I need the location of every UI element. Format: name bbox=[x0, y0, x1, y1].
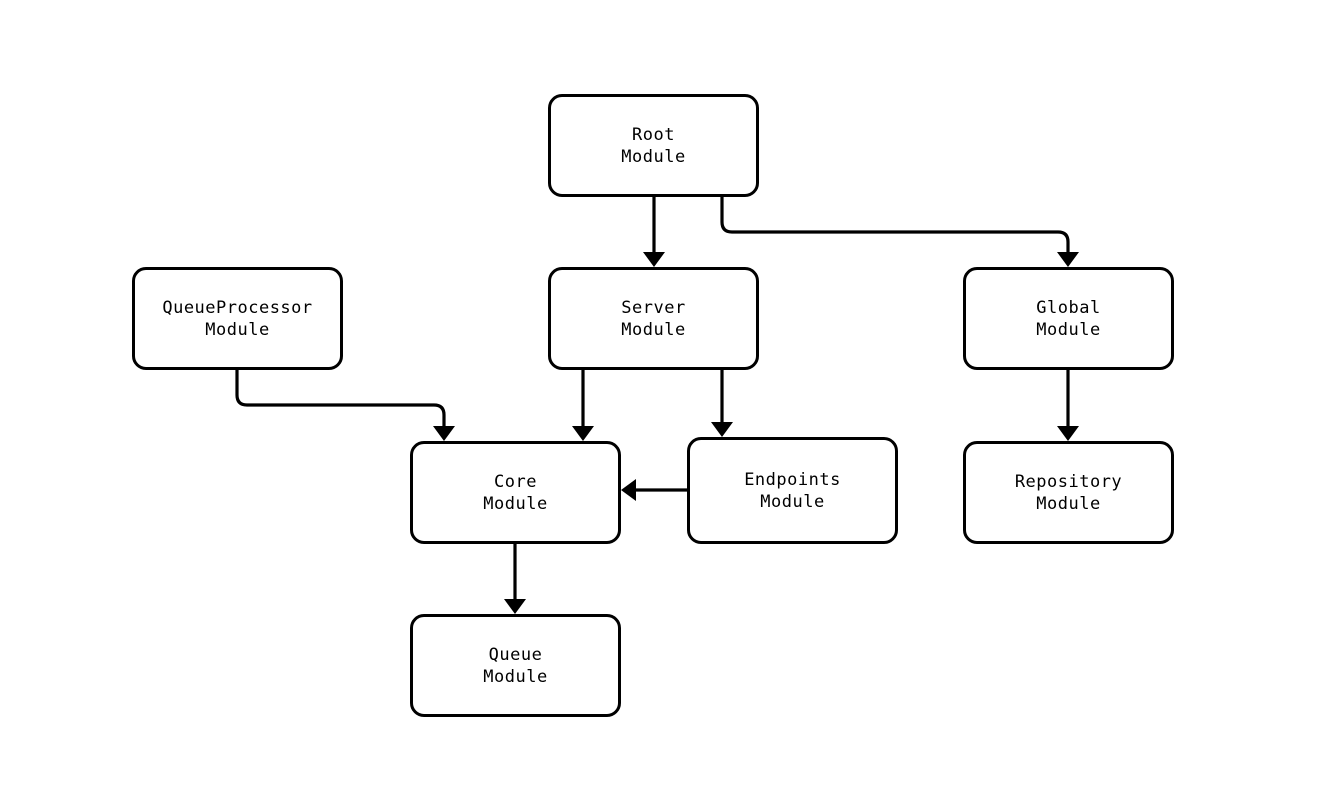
arrowhead-queueprocessor-to-core bbox=[433, 426, 455, 441]
node-label-primary: Endpoints bbox=[744, 469, 841, 490]
node-label-primary: Core bbox=[494, 471, 537, 492]
arrowhead-root-to-global bbox=[1057, 252, 1079, 267]
node-label-secondary: Module bbox=[205, 319, 270, 340]
edge-root-to-global bbox=[720, 197, 1070, 256]
edge-queueprocessor-to-core bbox=[235, 370, 446, 430]
node-label-secondary: Module bbox=[621, 319, 686, 340]
node-label-secondary: Module bbox=[621, 146, 686, 167]
arrowhead-server-to-endpoints bbox=[711, 422, 733, 437]
node-label-secondary: Module bbox=[760, 491, 825, 512]
node-label-primary: QueueProcessor bbox=[162, 297, 313, 318]
node-label-primary: Queue bbox=[488, 644, 543, 665]
arrowhead-core-to-queue bbox=[504, 599, 526, 614]
arrowheads-group bbox=[433, 252, 1079, 614]
node-label-secondary: Module bbox=[483, 493, 548, 514]
node-label-primary: Global bbox=[1036, 297, 1101, 318]
node-label-secondary: Module bbox=[483, 666, 548, 687]
arrowhead-root-to-server bbox=[643, 252, 665, 267]
node-label-primary: Repository bbox=[1014, 471, 1123, 492]
arrowhead-endpoints-to-core bbox=[621, 479, 636, 501]
node-label-secondary: Module bbox=[1036, 493, 1101, 514]
node-label-primary: Root bbox=[632, 124, 675, 145]
arrowhead-server-to-core bbox=[572, 426, 594, 441]
node-label-primary: Server bbox=[621, 297, 686, 318]
arrowhead-global-to-repository bbox=[1057, 426, 1079, 441]
edges-group bbox=[235, 197, 1070, 603]
node-label-secondary: Module bbox=[1036, 319, 1101, 340]
